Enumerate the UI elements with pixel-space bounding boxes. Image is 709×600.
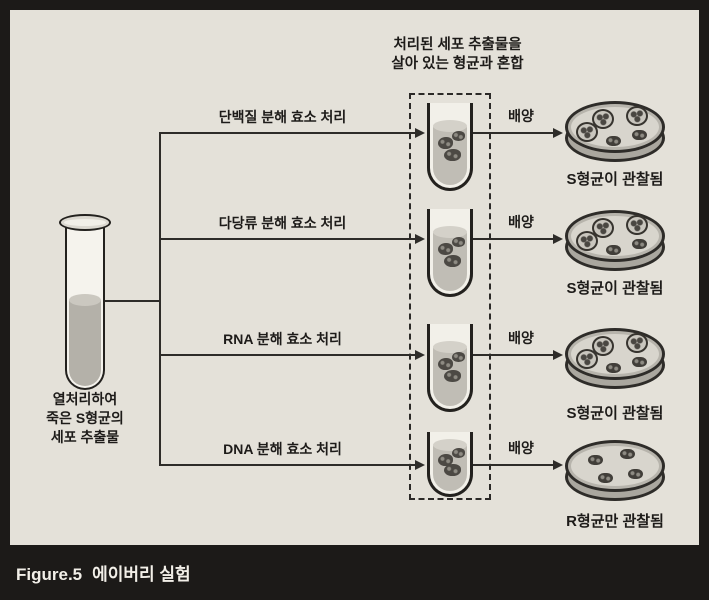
bacteria-blob bbox=[444, 370, 461, 382]
culture-label-4: 배양 bbox=[508, 440, 534, 456]
mix-box-header-line1: 처리된 세포 추출물을 bbox=[393, 37, 522, 53]
culture-arrowhead-4-icon bbox=[553, 460, 563, 470]
petri-dish-2 bbox=[565, 210, 665, 274]
branch-line-4 bbox=[159, 464, 415, 466]
reaction-tube-3-liquid bbox=[433, 341, 467, 406]
s-colony bbox=[576, 231, 598, 251]
source-label: 열처리하여 죽은 S형균의 세포 추출물 bbox=[20, 390, 150, 447]
source-label-line3: 세포 추출물 bbox=[50, 429, 120, 445]
connector-stub-line bbox=[105, 300, 161, 302]
s-colony bbox=[626, 106, 648, 126]
treatment-label-rnase: RNA 분해 효소 처리 bbox=[223, 331, 342, 347]
s-colony bbox=[592, 336, 614, 356]
r-colony bbox=[620, 449, 635, 459]
culture-line-1 bbox=[472, 132, 554, 134]
branch-line-2 bbox=[159, 238, 415, 240]
bacteria-blob bbox=[438, 454, 453, 466]
reaction-tube-2-liquid bbox=[433, 226, 467, 291]
diagram-panel: 처리된 세포 추출물을 살아 있는 형균과 혼합 열처리하여 죽은 S형균의 세… bbox=[10, 10, 699, 545]
bacteria-blob bbox=[452, 237, 465, 247]
treatment-label-dnase: DNA 분해 효소 처리 bbox=[223, 441, 342, 457]
reaction-tube-4-liquid bbox=[433, 439, 467, 491]
bacteria-blob bbox=[452, 352, 465, 362]
figure-caption: Figure.5 에이버리 실험 bbox=[16, 560, 191, 585]
culture-line-3 bbox=[472, 354, 554, 356]
culture-line-4 bbox=[472, 464, 554, 466]
source-test-tube-rim bbox=[59, 214, 111, 231]
bacteria-blob bbox=[452, 131, 465, 141]
source-extract-liquid bbox=[69, 294, 101, 386]
bacteria-blob bbox=[452, 448, 465, 458]
r-colony bbox=[606, 245, 621, 255]
r-colony bbox=[632, 357, 647, 367]
s-colony bbox=[626, 333, 648, 353]
culture-arrowhead-3-icon bbox=[553, 350, 563, 360]
reaction-tube-3 bbox=[427, 324, 473, 412]
culture-label-3: 배양 bbox=[508, 330, 534, 346]
figure-title: 에이버리 실험 bbox=[92, 565, 191, 584]
reaction-tube-1-liquid bbox=[433, 120, 467, 185]
result-label-2: S형균이 관찰됨 bbox=[566, 280, 664, 297]
s-colony bbox=[592, 218, 614, 238]
r-colony bbox=[632, 130, 647, 140]
culture-line-2 bbox=[472, 238, 554, 240]
branch-line-3 bbox=[159, 354, 415, 356]
petri-dish-4 bbox=[565, 440, 665, 504]
reaction-tube-4 bbox=[427, 432, 473, 497]
source-label-line2: 죽은 S형균의 bbox=[46, 410, 124, 426]
petri-dish-2-agar bbox=[565, 210, 665, 262]
branch-arrowhead-1-icon bbox=[415, 128, 425, 138]
petri-dish-3-agar bbox=[565, 328, 665, 380]
s-colony bbox=[592, 109, 614, 129]
mixing-box bbox=[409, 93, 491, 500]
r-colony bbox=[588, 455, 603, 465]
bacteria-blob bbox=[438, 137, 453, 149]
culture-label-2: 배양 bbox=[508, 214, 534, 230]
bacteria-blob bbox=[444, 149, 461, 161]
result-label-4: R형균만 관찰됨 bbox=[566, 513, 664, 530]
r-colony bbox=[628, 469, 643, 479]
s-colony bbox=[626, 215, 648, 235]
connector-trunk-line bbox=[159, 132, 161, 466]
bacteria-blob bbox=[444, 255, 461, 267]
r-colony bbox=[598, 473, 613, 483]
petri-dish-3 bbox=[565, 328, 665, 392]
bacteria-blob bbox=[444, 464, 461, 476]
source-label-line1: 열처리하여 bbox=[52, 391, 118, 407]
reaction-tube-1 bbox=[427, 103, 473, 191]
r-colony bbox=[632, 239, 647, 249]
s-colony bbox=[576, 349, 598, 369]
treatment-label-polysaccharidase: 다당류 분해 효소 처리 bbox=[218, 215, 347, 231]
branch-line-1 bbox=[159, 132, 415, 134]
r-colony bbox=[606, 363, 621, 373]
culture-arrowhead-1-icon bbox=[553, 128, 563, 138]
s-colony bbox=[576, 122, 598, 142]
reaction-tube-2 bbox=[427, 209, 473, 297]
result-label-1: S형균이 관찰됨 bbox=[566, 171, 664, 188]
bacteria-blob bbox=[438, 243, 453, 255]
branch-arrowhead-2-icon bbox=[415, 234, 425, 244]
bacteria-blob bbox=[438, 358, 453, 370]
r-colony bbox=[606, 136, 621, 146]
mix-box-header: 처리된 세포 추출물을 살아 있는 형균과 혼합 bbox=[375, 36, 540, 74]
branch-arrowhead-3-icon bbox=[415, 350, 425, 360]
result-label-3: S형균이 관찰됨 bbox=[566, 405, 664, 422]
culture-arrowhead-2-icon bbox=[553, 234, 563, 244]
petri-dish-1 bbox=[565, 101, 665, 165]
culture-label-1: 배양 bbox=[508, 108, 534, 124]
mix-box-header-line2: 살아 있는 형균과 혼합 bbox=[391, 56, 524, 72]
branch-arrowhead-4-icon bbox=[415, 460, 425, 470]
petri-dish-4-agar bbox=[565, 440, 665, 492]
source-test-tube bbox=[65, 224, 105, 390]
petri-dish-1-agar bbox=[565, 101, 665, 153]
figure-number: Figure.5 bbox=[16, 565, 83, 584]
treatment-label-protease: 단백질 분해 효소 처리 bbox=[218, 109, 347, 125]
